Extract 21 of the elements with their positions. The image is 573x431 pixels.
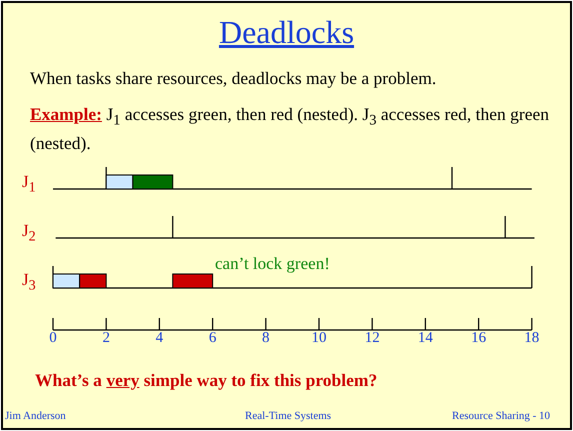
footer-text: Resource Sharing - 10 [452, 410, 550, 422]
slide-title: Deadlocks [218, 14, 354, 50]
row-label: J$_{2}$ [22, 221, 36, 246]
tick-label: 12 [364, 330, 380, 347]
example-text: Example: J$_{1}$ accesses green, then red (nested). J$_{3}$ accesses red, then green (nested). [30, 103, 550, 154]
footer-text: Real-Time Systems [245, 410, 332, 422]
tick-label: 0 [49, 330, 57, 347]
tick-label: 4 [156, 330, 164, 347]
tick-label: 2 [102, 330, 110, 347]
tick-label: 6 [208, 330, 216, 347]
tick-label: 16 [471, 330, 486, 347]
annotation-text: can’t lock green! [215, 254, 330, 274]
row-label: J$_{3}$ [22, 270, 36, 294]
tick-label: 8 [262, 330, 270, 347]
tick-label: 10 [312, 330, 326, 347]
row-label: J$_{1}$ [22, 172, 36, 196]
question-text: What’s a very simple way to fix this problem? [35, 370, 378, 391]
footer-text: Jim Anderson [5, 410, 66, 422]
tick-label: 14 [418, 330, 433, 347]
body-text: When tasks share resources, deadlocks may be a problem. [30, 68, 436, 89]
tick-label: 18 [524, 330, 540, 347]
